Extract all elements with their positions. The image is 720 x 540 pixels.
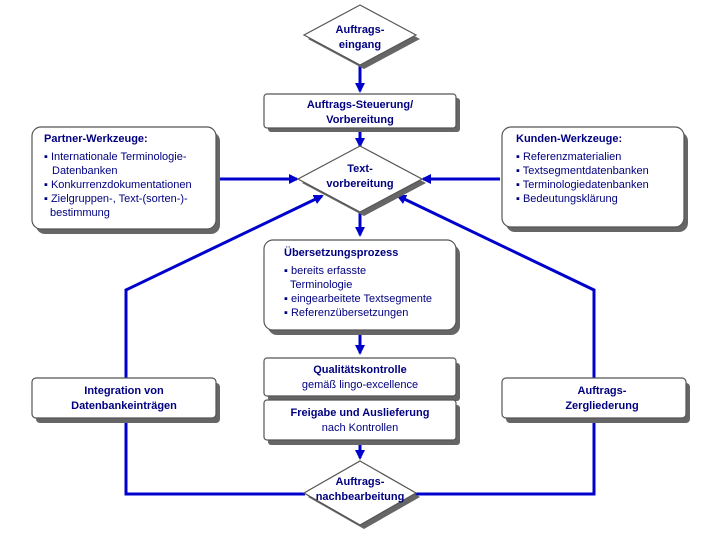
- node-kunden-werkzeuge: Kunden-Werkzeuge: ▪ Referenzmaterialien …: [501, 126, 688, 232]
- integration-line2: Datenbankeinträgen: [71, 400, 177, 412]
- partner-line-2: ▪ Konkurrenzdokumentationen: [44, 179, 192, 191]
- freigabe-line2: nach Kontrollen: [322, 422, 398, 434]
- kunden-line-1: ▪ Textsegmentdatenbanken: [516, 165, 649, 177]
- kunden-line-3: ▪ Bedeutungsklärung: [516, 193, 618, 205]
- qualitaet-line2: gemäß lingo-excellence: [302, 379, 418, 391]
- node-nachbearbeitung: Auftrags- nachbearbeitung: [302, 460, 420, 529]
- partner-line-1: Datenbanken: [52, 165, 117, 177]
- node-qualitaetskontrolle: Qualitätskontrolle gemäß lingo-excellenc…: [263, 357, 460, 401]
- node-zergliederung: Auftrags- Zergliederung: [501, 377, 690, 423]
- node-auftragseingang: Auftrags- eingang: [302, 4, 420, 69]
- kunden-line-2: ▪ Terminologiedatenbanken: [516, 179, 649, 191]
- node-uebersetzungsprozess: Übersetzungsprozess ▪ bereits erfasste T…: [263, 239, 460, 335]
- node-textvorbereitung: Text- vorbereitung: [296, 145, 426, 216]
- partner-line-4: bestimmung: [50, 207, 110, 219]
- steuerung-line1: Auftrags-Steuerung/: [307, 99, 413, 111]
- uebersetzung-line-2: ▪ eingearbeitete Textsegmente: [284, 293, 432, 305]
- zergliederung-line2: Zergliederung: [565, 400, 638, 412]
- kunden-title: Kunden-Werkzeuge:: [516, 133, 622, 145]
- auftragseingang-line1: Auftrags-: [336, 24, 385, 36]
- nachbearbeitung-line1: Auftrags-: [336, 476, 385, 488]
- node-freigabe: Freigabe und Auslieferung nach Kontrolle…: [263, 399, 460, 445]
- node-integration: Integration von Datenbankeinträgen: [31, 377, 220, 423]
- uebersetzung-title: Übersetzungsprozess: [284, 246, 398, 259]
- edge-nachbearbeitung-to-integration: [124, 422, 305, 496]
- integration-line1: Integration von: [84, 385, 164, 397]
- uebersetzung-line-1: Terminologie: [290, 279, 352, 291]
- node-steuerung: Auftrags-Steuerung/ Vorbereitung: [263, 93, 460, 132]
- edge-integration-to-textvorbereitung: [124, 194, 324, 378]
- textvorbereitung-line1: Text-: [347, 163, 373, 175]
- nachbearbeitung-line2: nachbearbeitung: [316, 491, 405, 503]
- partner-line-0: ▪ Internationale Terminologie-: [44, 151, 187, 163]
- kunden-line-0: ▪ Referenzmaterialien: [516, 151, 621, 163]
- edge-nachbearbeitung-to-zergliederung: [415, 422, 596, 496]
- auftragseingang-line2: eingang: [339, 39, 381, 51]
- uebersetzung-line-3: ▪ Referenzübersetzungen: [284, 307, 408, 319]
- steuerung-line2: Vorbereitung: [326, 114, 394, 126]
- partner-title: Partner-Werkzeuge:: [44, 133, 148, 145]
- uebersetzung-line-0: ▪ bereits erfasste: [284, 265, 366, 277]
- node-partner-werkzeuge: Partner-Werkzeuge: ▪ Internationale Term…: [31, 126, 220, 234]
- edge-zergliederung-to-textvorbereitung: [396, 194, 596, 378]
- partner-line-3: ▪ Zielgruppen-, Text-(sorten-)-: [44, 193, 188, 205]
- qualitaet-line1: Qualitätskontrolle: [313, 364, 407, 376]
- freigabe-line1: Freigabe und Auslieferung: [291, 407, 430, 419]
- zergliederung-line1: Auftrags-: [578, 385, 627, 397]
- textvorbereitung-line2: vorbereitung: [326, 178, 393, 190]
